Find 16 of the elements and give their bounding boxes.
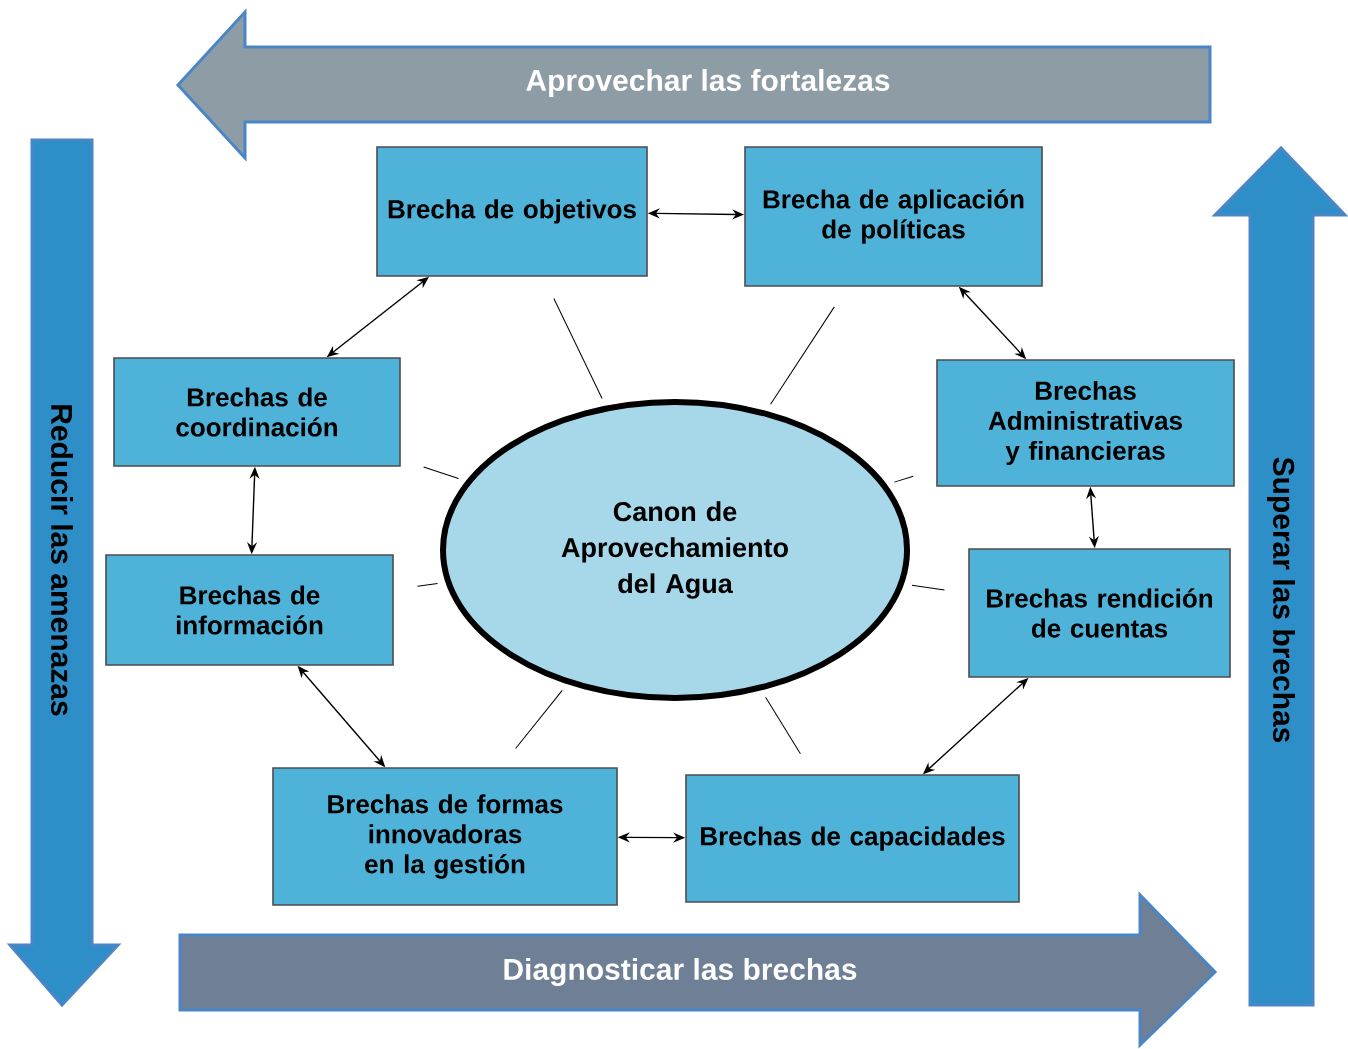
process-box: Brechas de coordinación: [113, 357, 401, 467]
connector-line: [423, 466, 459, 479]
process-box: Brecha de objetivos: [376, 146, 648, 277]
process-box: Brechas Administrativas y financieras: [936, 359, 1235, 487]
connector-line: [911, 584, 945, 591]
connector-line: [770, 306, 835, 405]
connector-line: [553, 297, 603, 400]
connector-line: [893, 475, 914, 483]
process-box: Brechas de formas innovadoras en la gestión: [272, 767, 618, 906]
connector-line: [765, 696, 801, 755]
process-box: Brecha de aplicación de políticas: [744, 146, 1043, 287]
connector-line: [417, 583, 439, 587]
connector-line: [515, 689, 563, 749]
process-box: Brechas de información: [105, 554, 394, 666]
process-box: Brechas de capacidades: [685, 774, 1020, 903]
process-box: Brechas rendición de cuentas: [968, 548, 1231, 678]
